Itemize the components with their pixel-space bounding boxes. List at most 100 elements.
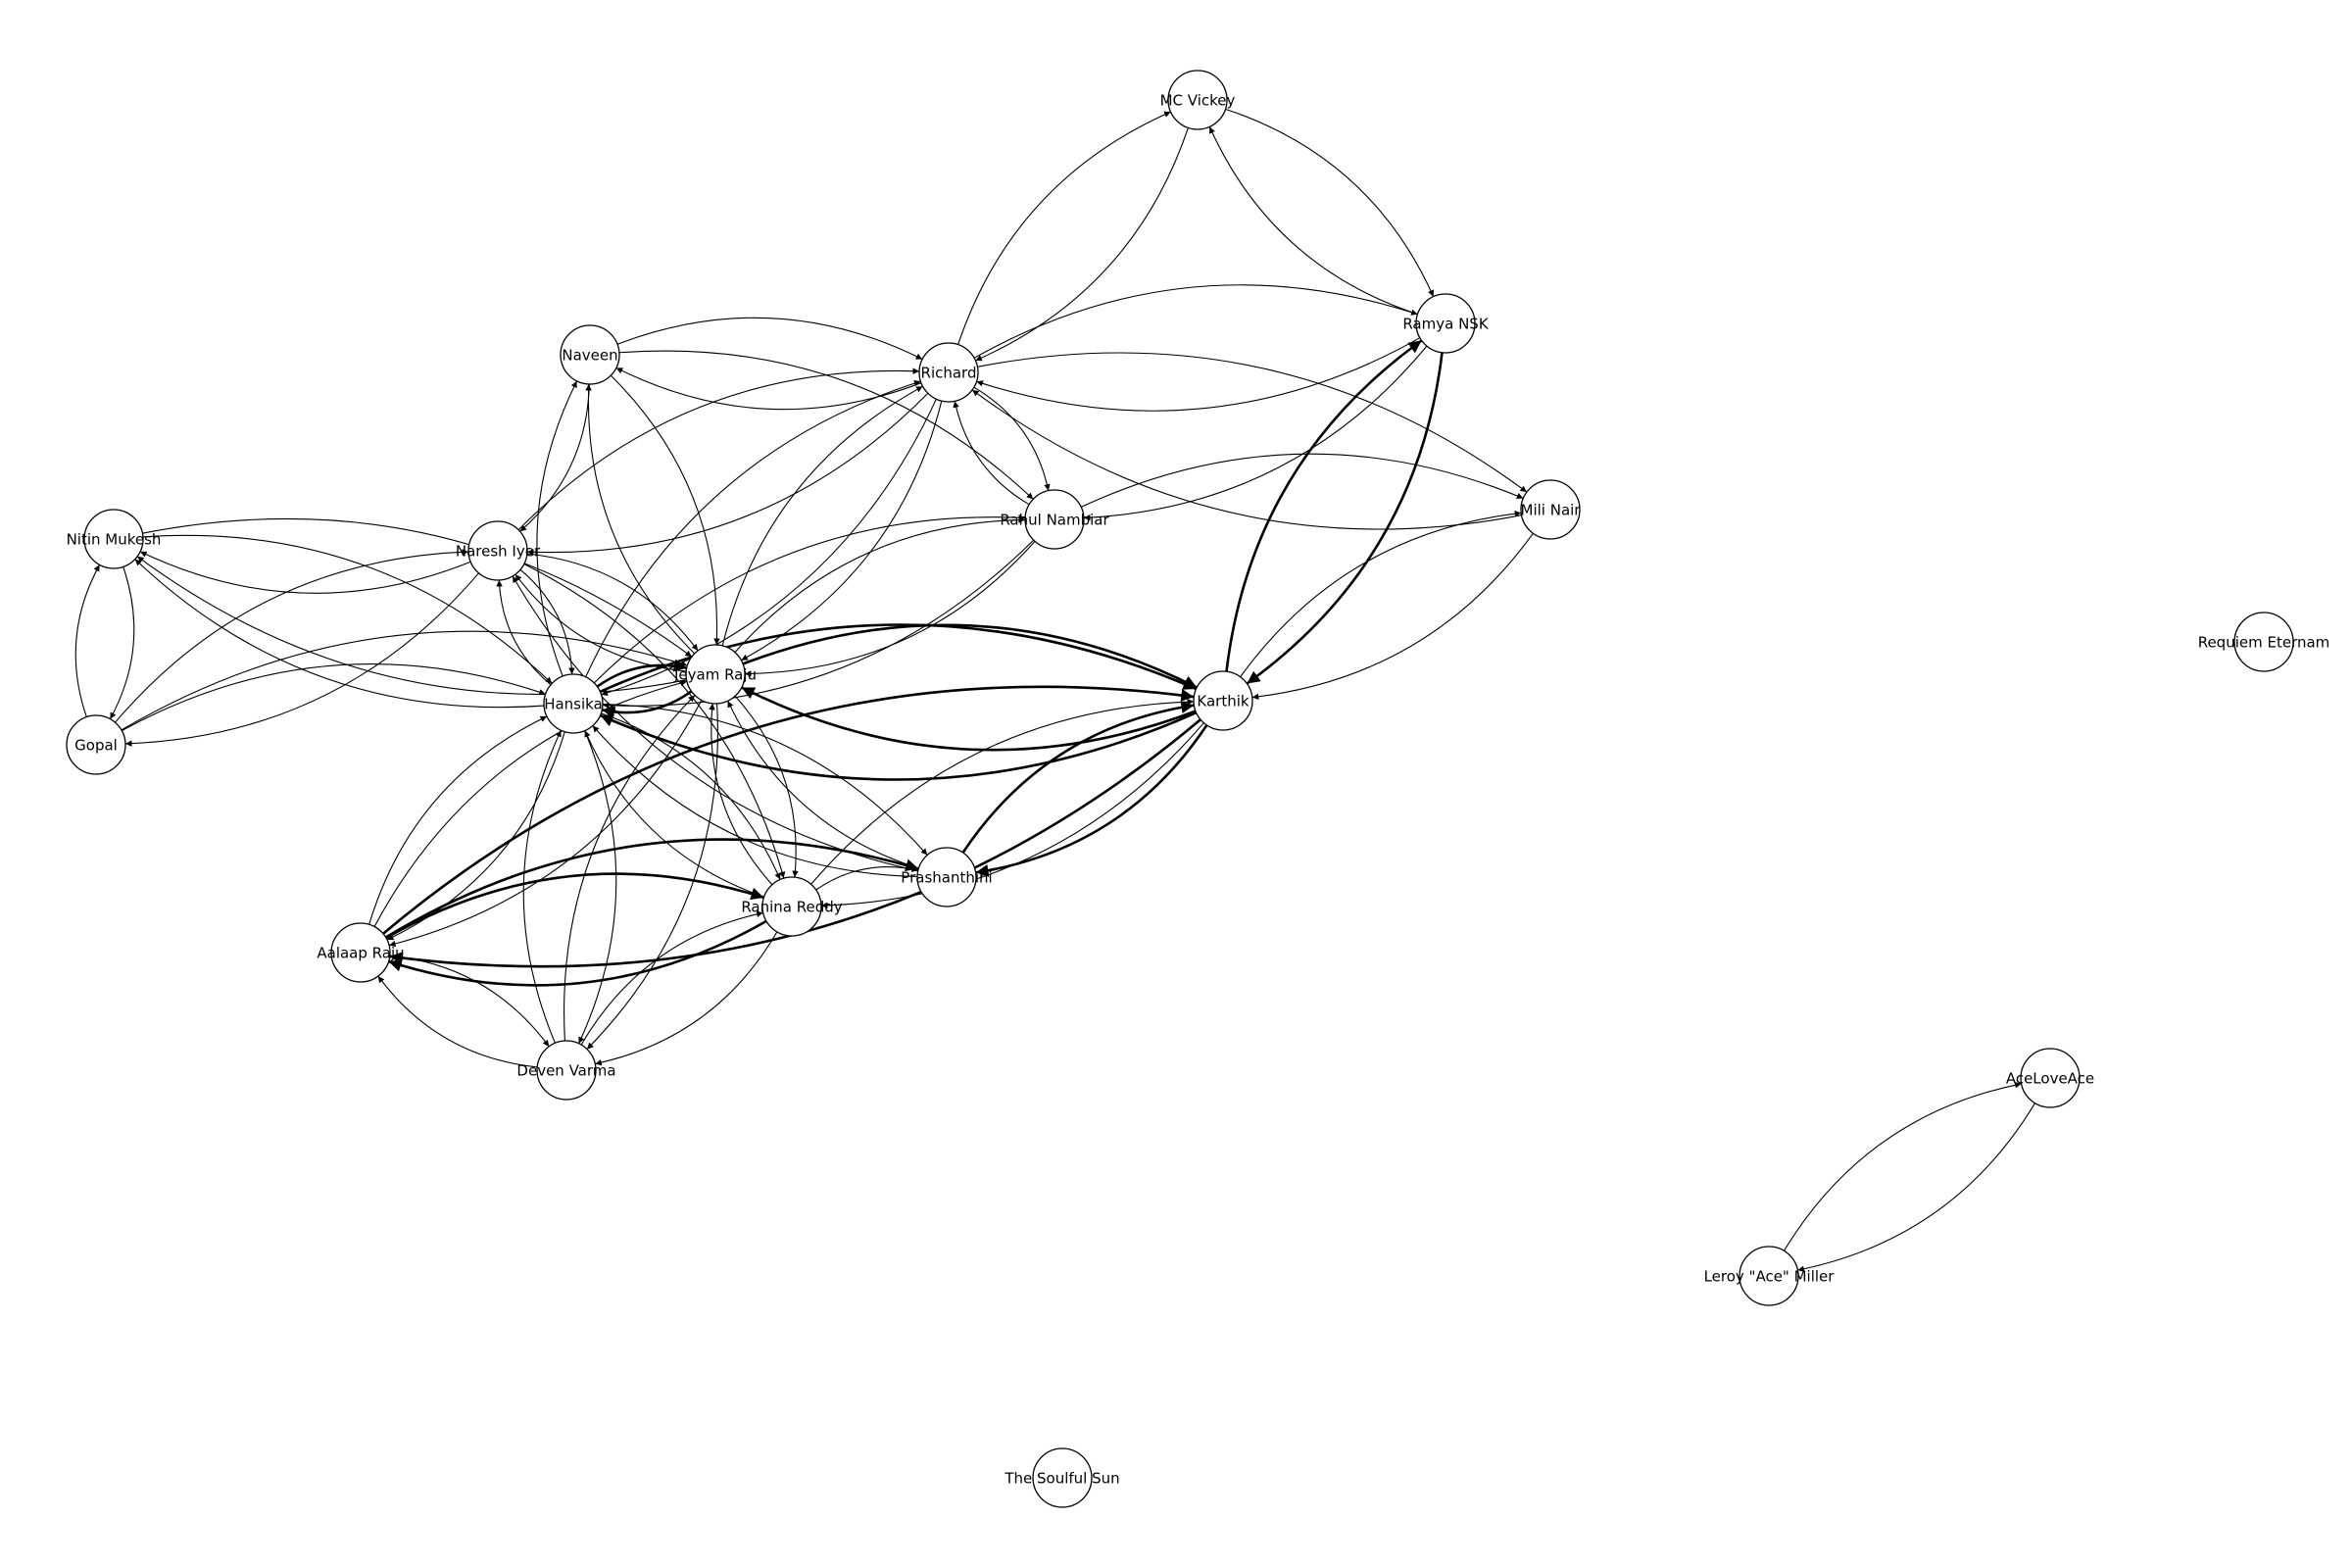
node-label-leroy-ace-miller: Leroy "Ace" Miller: [1704, 1268, 1836, 1286]
node-label-ramya-nsk: Ramya NSK: [1402, 316, 1489, 333]
node-leroy-ace-miller: Leroy "Ace" Miller: [1704, 1246, 1836, 1306]
edge-gopal-to-hansika: [122, 663, 546, 732]
node-richard: Richard: [918, 342, 979, 403]
node-ranina-reddy: Ranina Reddy: [741, 876, 843, 937]
edge-rahul-nambiar-to-shyam-raju: [744, 541, 1036, 677]
node-circle-the-soulful-sun: [1032, 1447, 1093, 1508]
edge-deven-varma-to-aalaap-raju: [377, 975, 538, 1068]
edge-mili-nair-to-richard: [971, 389, 1522, 530]
edge-ramya-nsk-to-richard: [976, 337, 1421, 412]
edge-shyam-raju-to-richard: [721, 385, 923, 647]
node-ramya-nsk: Ramya NSK: [1402, 293, 1490, 354]
edge-rahul-nambiar-to-richard: [953, 401, 1030, 506]
node-mili-nair: Mili Nair: [1520, 479, 1582, 540]
node-rahul-nambiar: Rahul Nambiar: [1000, 489, 1109, 550]
edge-shyam-raju-to-hansika: [602, 690, 693, 719]
edge-prashanthini-to-shyam-raju: [727, 700, 919, 869]
edge-shyam-raju-to-rahul-nambiar: [734, 516, 1026, 653]
edge-ramya-nsk-to-mc-vickey: [1208, 126, 1418, 316]
node-circle-ramya-nsk: [1415, 293, 1476, 354]
edge-naresh-iyer-to-ranina-reddy: [523, 564, 786, 879]
node-circle-deven-varma: [536, 1040, 597, 1101]
edge-shyam-raju-to-deven-varma: [586, 703, 718, 1050]
edge-nitin-mukesh-to-gopal: [109, 566, 135, 719]
edge-shyam-raju-to-naresh-iyer: [514, 573, 687, 672]
node-label-aalaap-raju: Aalaap Raju: [317, 945, 404, 962]
node-label-ranina-reddy: Ranina Reddy: [741, 899, 842, 916]
edge-nitin-mukesh-to-shyam-raju: [142, 517, 693, 658]
edge-aalaap-raju-to-deven-varma: [389, 955, 550, 1048]
edge-richard-to-mili-nair: [977, 352, 1528, 493]
edge-aceloveace-to-leroy-ace-miller: [1797, 1102, 2035, 1272]
edge-naresh-iyer-to-shyam-raju: [526, 553, 699, 652]
edge-hansika-to-rahul-nambiar: [593, 514, 1026, 684]
edge-karthik-to-aalaap-raju: [389, 718, 1201, 968]
edge-hansika-to-naveen: [536, 380, 578, 677]
node-label-the-soulful-sun: The Soulful Sun: [1004, 1470, 1119, 1488]
edge-gopal-to-naresh-iyer: [115, 549, 469, 723]
edge-richard-to-naresh-iyer: [526, 392, 929, 556]
edge-shyam-raju-to-naveen: [585, 383, 696, 655]
node-circle-aceloveace: [2020, 1048, 2081, 1108]
node-label-mili-nair: Mili Nair: [1521, 502, 1582, 519]
node-label-naresh-iyer: Naresh Iyer: [456, 543, 541, 561]
edge-deven-varma-to-hansika: [522, 729, 562, 1044]
edge-karthik-to-mili-nair: [1240, 510, 1522, 678]
node-gopal: Gopal: [66, 714, 126, 775]
edge-ranina-reddy-to-deven-varma: [595, 931, 778, 1066]
edge-karthik-to-ranina-reddy: [820, 722, 1204, 909]
node-circle-nitin-mukesh: [83, 509, 144, 569]
edge-aalaap-raju-to-ranina-reddy: [385, 872, 764, 940]
node-circle-karthik: [1193, 670, 1253, 731]
node-label-aceloveace: AceLoveAce: [2006, 1070, 2094, 1088]
edge-mili-nair-to-karthik: [1251, 532, 1534, 701]
edge-aalaap-raju-to-karthik: [382, 685, 1195, 935]
node-naresh-iyer: Naresh Iyer: [456, 520, 541, 581]
node-label-naveen: Naveen: [562, 347, 617, 365]
edge-ramya-nsk-to-karthik: [1246, 352, 1444, 685]
node-label-requiem-eternam: Requiem Eternam: [2198, 634, 2330, 652]
node-circle-mc-vickey: [1167, 70, 1228, 130]
node-circle-aalaap-raju: [330, 922, 391, 983]
edge-naresh-iyer-to-richard: [517, 368, 920, 531]
edge-ramya-nsk-to-rahul-nambiar: [1083, 345, 1428, 521]
edge-aalaap-raju-to-prashanthini: [385, 838, 919, 939]
node-circle-shyam-raju: [685, 644, 746, 705]
edge-hansika-to-deven-varma: [578, 730, 617, 1045]
node-circle-mili-nair: [1520, 479, 1581, 540]
edge-deven-varma-to-ranina-reddy: [580, 910, 763, 1046]
edge-hansika-to-aalaap-raju: [386, 731, 565, 941]
edge-prashanthini-to-karthik: [961, 701, 1195, 854]
node-nitin-mukesh: Nitin Mukesh: [67, 509, 162, 569]
node-circle-prashanthini: [916, 847, 977, 907]
node-mc-vickey: MC Vickey: [1160, 70, 1236, 130]
node-label-nitin-mukesh: Nitin Mukesh: [67, 531, 162, 549]
edge-naveen-to-naresh-iyer: [519, 383, 590, 532]
node-circle-leroy-ace-miller: [1739, 1246, 1799, 1306]
node-naveen: Naveen: [560, 324, 620, 385]
node-shyam-raju: Jeyam Raju: [673, 644, 757, 705]
edge-shyam-raju-to-karthik: [742, 623, 1198, 689]
edge-prashanthini-to-hansika: [592, 725, 918, 877]
edge-naveen-to-richard: [616, 317, 923, 361]
node-circle-gopal: [66, 714, 126, 775]
node-label-gopal: Gopal: [74, 737, 118, 755]
edge-naveen-to-rahul-nambiar: [618, 350, 1034, 500]
edge-richard-to-mc-vickey: [957, 111, 1171, 345]
edge-hansika-to-richard: [585, 379, 921, 678]
edge-karthik-to-ramya-nsk: [1225, 339, 1423, 672]
node-label-hansika: Hansika: [544, 696, 603, 713]
node-prashanthini: Prashanthini: [901, 847, 993, 907]
edge-ranina-reddy-to-shyam-raju: [709, 703, 773, 886]
node-circle-naveen: [560, 324, 620, 385]
edge-ranina-reddy-to-aalaap-raju: [388, 919, 767, 987]
edge-richard-to-hansika: [601, 398, 937, 697]
edge-ranina-reddy-to-karthik: [810, 698, 1195, 885]
node-hansika: Hansika: [543, 673, 604, 734]
edge-layer: [74, 108, 2035, 1272]
node-aalaap-raju: Aalaap Raju: [317, 922, 405, 983]
edge-deven-varma-to-shyam-raju: [564, 695, 696, 1042]
edge-naresh-iyer-to-nitin-mukesh: [139, 551, 471, 594]
